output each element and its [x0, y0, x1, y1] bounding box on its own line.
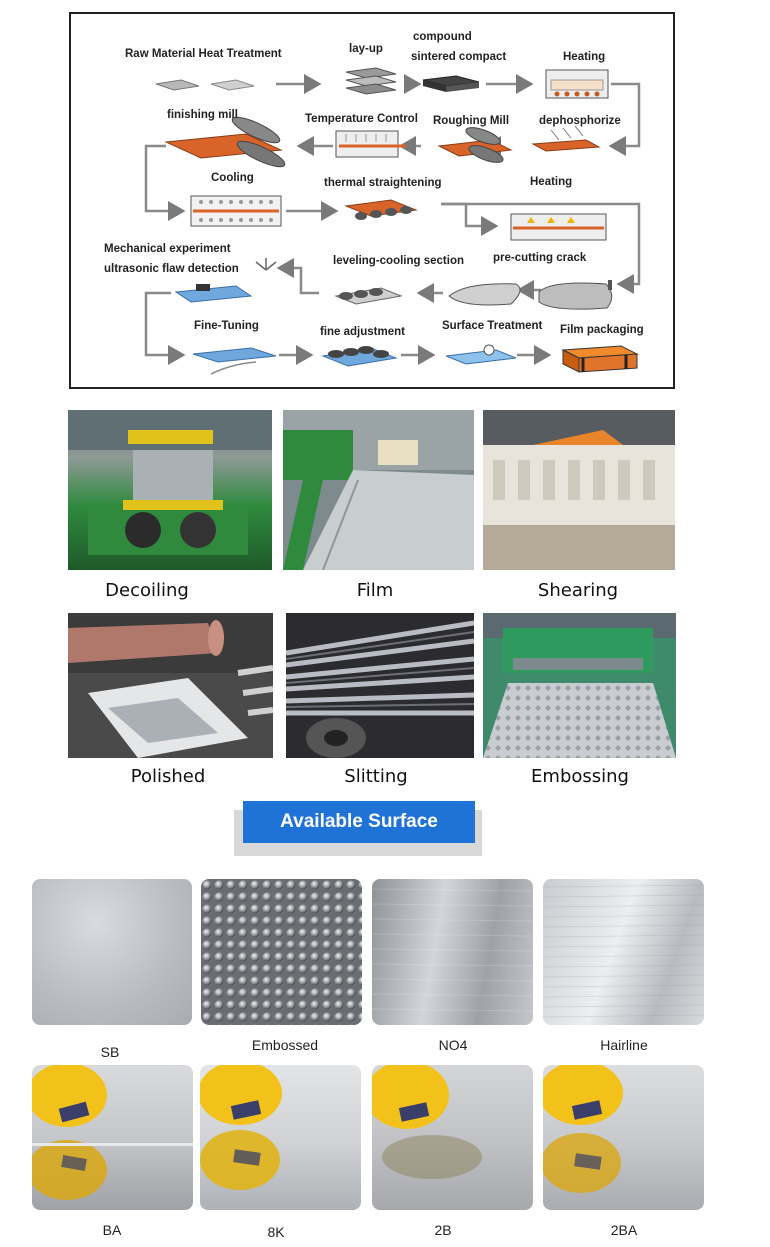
- caption-film: Film: [356, 580, 394, 601]
- caption-embossed: Embossed: [251, 1037, 319, 1053]
- caption-shearing: Shearing: [537, 580, 619, 601]
- label-roughing-mill: Roughing Mill: [433, 115, 510, 127]
- caption-sb: SB: [100, 1044, 120, 1060]
- raw-material-plates: [155, 79, 255, 91]
- caption-hairline: Hairline: [600, 1037, 648, 1053]
- embossing-photo: [483, 613, 676, 758]
- decoiling-photo: [68, 410, 272, 570]
- label-dephosphorize: dephosphorize: [539, 115, 621, 127]
- available-surface-banner: Available Surface: [243, 801, 475, 843]
- caption-8k: 8K: [267, 1224, 285, 1240]
- label-leveling-cooling-section: leveling-cooling section: [333, 255, 464, 267]
- shearing-photo: [483, 410, 675, 570]
- caption-decoiling: Decoiling: [105, 580, 189, 601]
- label-ultrasonic-flaw-detection: ultrasonic flaw detection: [104, 263, 239, 275]
- heating-furnace-1: [545, 69, 609, 99]
- finishing-mill-icon: [164, 116, 286, 168]
- label-fine-tuning: Fine-Tuning: [194, 320, 259, 332]
- plate-roll-icon: [538, 280, 613, 310]
- film-packaging-icon: [561, 345, 639, 373]
- label-mechanical-experiment: Mechanical experiment: [104, 243, 231, 255]
- swatch-2ba: [543, 1065, 704, 1210]
- roughing-mill-icon: [437, 127, 513, 163]
- label-heating-1: Heating: [563, 51, 606, 63]
- film-photo: [283, 410, 474, 570]
- swatch-hairline: [543, 879, 704, 1025]
- caption-2b: 2B: [434, 1222, 452, 1238]
- swatch-no4: [372, 879, 533, 1025]
- label-lay-up: lay-up: [349, 43, 383, 55]
- label-cooling: Cooling: [211, 172, 254, 184]
- caption-ba: BA: [102, 1222, 122, 1238]
- ultrasonic-flaw-detection-icon: [174, 258, 277, 303]
- leveling-cooling-icon: [334, 287, 403, 305]
- label-finishing-mill: finishing mill: [167, 109, 238, 121]
- swatch-2b: [372, 1065, 533, 1210]
- sintered-compact-block: [422, 75, 480, 92]
- heating-furnace-2: [510, 213, 607, 241]
- swatch-embossed: [201, 879, 362, 1025]
- label-raw-material-heat-treatment: Raw Material Heat Treatment: [125, 48, 282, 60]
- temperature-control-icon: [335, 130, 406, 158]
- surface-treatment-icon: [445, 344, 517, 365]
- lay-up-stack: [345, 67, 397, 95]
- cooling-icon: [190, 195, 282, 227]
- pre-cutting-crack-icon: [448, 283, 521, 306]
- label-temperature-control: Temperature Control: [305, 113, 418, 125]
- label-heating-2: Heating: [530, 176, 573, 188]
- flow-arrows: [144, 74, 641, 365]
- label-fine-adjustment: fine adjustment: [320, 326, 405, 338]
- process-flow-diagram: Raw Material Heat Treatment lay-up compo…: [69, 12, 675, 389]
- label-surface-treatment: Surface Treatment: [442, 320, 543, 332]
- label-compound: compound: [413, 31, 472, 43]
- thermal-straightening-icon: [344, 199, 418, 220]
- slitting-photo: [286, 613, 474, 758]
- polished-photo: [68, 613, 273, 758]
- caption-embossing: Embossing: [531, 766, 629, 787]
- swatch-sb: [32, 879, 192, 1025]
- fine-tuning-icon: [192, 347, 277, 375]
- flow-graphics: [144, 67, 641, 375]
- caption-no4: NO4: [438, 1037, 468, 1053]
- label-film-packaging: Film packaging: [560, 324, 644, 336]
- swatch-ba: [32, 1065, 193, 1210]
- label-thermal-straightening: thermal straightening: [324, 177, 442, 189]
- label-pre-cutting-crack: pre-cutting crack: [493, 252, 587, 264]
- caption-polished: Polished: [130, 766, 206, 787]
- label-sintered-compact: sintered compact: [411, 51, 507, 63]
- caption-slitting: Slitting: [344, 766, 408, 787]
- caption-2ba: 2BA: [610, 1222, 638, 1238]
- fine-adjustment-icon: [321, 346, 398, 367]
- swatch-8k: [200, 1065, 361, 1210]
- dephosphorize-icon: [531, 125, 601, 152]
